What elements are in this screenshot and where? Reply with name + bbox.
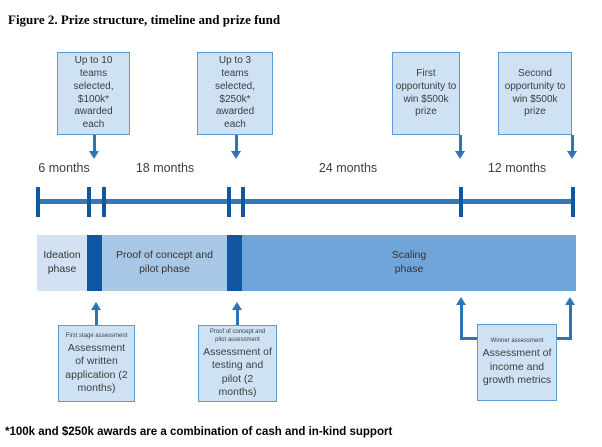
timeline-tick	[241, 187, 245, 217]
phase-divider	[227, 235, 242, 291]
arrow-stem	[236, 309, 239, 325]
timeline-tick	[102, 187, 106, 217]
connector-line	[569, 305, 572, 339]
arrow-stem	[571, 135, 574, 152]
award-box-second-500k: Second opportunity to win $500k prize	[498, 52, 572, 135]
phase-proof-of-concept: Proof of concept and pilot phase	[102, 235, 227, 291]
timeline-tick	[227, 187, 231, 217]
arrow-down-icon	[567, 151, 577, 159]
assessment-box-first-stage: First stage assessment Assessment of wri…	[58, 325, 135, 402]
arrow-stem	[235, 135, 238, 152]
assessment-box-header: Winner assessment	[490, 338, 544, 345]
timeline-label-6-months: 6 months	[38, 161, 90, 175]
assessment-box-header: Proof of concept and pilot assessment	[209, 328, 266, 343]
award-box-label: Up to 3 teams selected, $250k* awarded e…	[214, 55, 256, 131]
timeline-label-12-months: 12 months	[487, 161, 547, 175]
assessment-box-body: Assessment of testing and pilot (2 month…	[203, 345, 272, 399]
phase-divider	[87, 235, 102, 291]
timeline-label-18-months: 18 months	[135, 161, 195, 175]
phase-label: Ideation phase	[43, 249, 81, 275]
connector-line	[556, 337, 572, 340]
assessment-box-body: Assessment of written application (2 mon…	[65, 341, 128, 394]
assessment-box-pilot: Proof of concept and pilot assessment As…	[198, 325, 277, 402]
connector-line	[460, 305, 463, 339]
assessment-box-header: First stage assessment	[65, 332, 128, 339]
phase-label: Scaling phase	[391, 249, 427, 275]
award-box-teams-100k: Up to 10 teams selected, $100k* awarded …	[57, 52, 130, 135]
timeline-line	[37, 199, 575, 204]
arrow-stem	[95, 309, 98, 325]
figure-footnote: *100k and $250k awards are a combination…	[5, 426, 393, 438]
timeline-tick-start	[36, 187, 40, 217]
arrow-down-icon	[455, 151, 465, 159]
phase-label: Proof of concept and pilot phase	[116, 249, 213, 275]
award-box-teams-250k: Up to 3 teams selected, $250k* awarded e…	[197, 52, 273, 135]
arrow-up-icon	[565, 297, 575, 305]
arrow-up-icon	[232, 302, 242, 310]
timeline-tick	[459, 187, 463, 217]
phase-scaling: Scaling phase	[242, 235, 576, 291]
assessment-box-winner: Winner assessment Assessment of income a…	[477, 324, 557, 401]
assessment-box-body: Assessment of income and growth metrics	[482, 347, 552, 387]
arrow-down-icon	[231, 151, 241, 159]
timeline-tick-end	[571, 187, 575, 217]
arrow-up-icon	[456, 297, 466, 305]
arrow-stem	[459, 135, 462, 152]
award-box-label: First opportunity to win $500k prize	[395, 67, 457, 118]
figure-title: Figure 2. Prize structure, timeline and …	[8, 12, 281, 27]
award-box-label: Second opportunity to win $500k prize	[504, 67, 566, 118]
connector-line	[460, 337, 478, 340]
phase-ideation: Ideation phase	[37, 235, 87, 291]
arrow-stem	[93, 135, 96, 152]
award-box-first-500k: First opportunity to win $500k prize	[392, 52, 460, 135]
arrow-down-icon	[89, 151, 99, 159]
arrow-up-icon	[91, 302, 101, 310]
timeline-label-24-months: 24 months	[318, 161, 378, 175]
timeline-tick	[87, 187, 91, 217]
award-box-label: Up to 10 teams selected, $100k* awarded …	[73, 55, 114, 131]
